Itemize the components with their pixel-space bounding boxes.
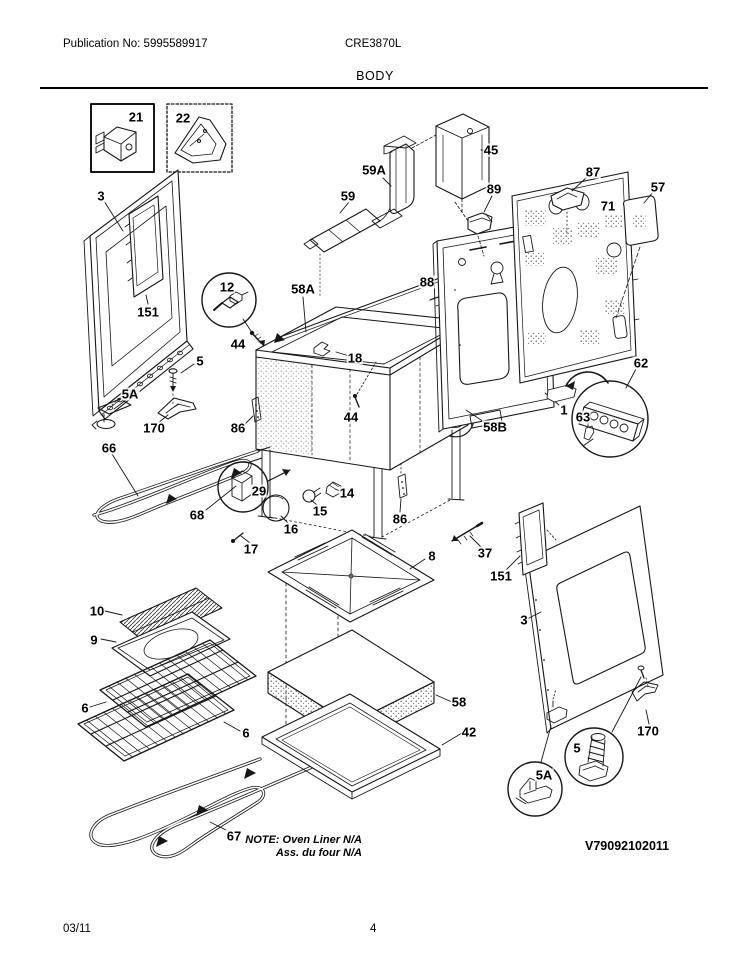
part-callout-58B: 58B: [482, 419, 508, 435]
part-callout-37: 37: [476, 545, 494, 561]
part-callout-151: 151: [136, 304, 160, 320]
part-callout-18: 18: [346, 350, 364, 366]
part-callout-58: 58: [450, 694, 468, 710]
part-callout-29: 29: [250, 483, 268, 499]
part-callout-44: 44: [229, 336, 247, 352]
part-callout-68: 68: [188, 507, 206, 523]
part-callout-1: 1: [559, 402, 569, 418]
left-leg-hardware: [91, 363, 197, 430]
right-leg-hardware: [507, 665, 659, 817]
part-callout-6: 6: [80, 700, 90, 716]
part-callout-44: 44: [342, 409, 360, 425]
part-callout-63: 63: [574, 409, 592, 425]
part-callout-88: 88: [418, 274, 436, 290]
part-callout-5: 5: [195, 353, 205, 369]
part-callout-5A: 5A: [534, 767, 554, 783]
part-callout-6: 6: [241, 725, 251, 741]
bake-element: [92, 446, 271, 524]
footer-date: 03/11: [63, 923, 91, 935]
part-callout-59: 59: [339, 188, 357, 204]
part-callout-87: 87: [584, 164, 602, 180]
part-callout-5: 5: [572, 740, 582, 756]
light-assembly: [217, 461, 342, 544]
part-callout-89: 89: [485, 181, 503, 197]
broiler-pan-and-racks: [77, 587, 257, 762]
part-callout-58A: 58A: [290, 281, 316, 297]
note-line-2: Ass. du four N/A: [275, 847, 362, 859]
part-callout-62: 62: [632, 355, 650, 371]
part-callout-67: 67: [225, 828, 243, 844]
vent-ducts: [303, 134, 437, 299]
part-callout-12: 12: [218, 279, 236, 295]
part-callout-22: 22: [174, 110, 192, 126]
footer-page-number: 4: [370, 923, 377, 935]
publication-number: Publication No: 5995589917: [63, 38, 208, 50]
part-callout-45: 45: [482, 142, 500, 158]
page-title: BODY: [356, 69, 394, 83]
oven-liner-note: NOTE: Oven Liner N/A Ass. du four N/A: [242, 834, 362, 860]
part-callout-3: 3: [96, 188, 106, 204]
note-line-1: NOTE: Oven Liner N/A: [245, 834, 362, 846]
diagram-code: V79092102011: [585, 839, 670, 853]
right-side-panel: [451, 502, 664, 734]
part-callout-86: 86: [391, 511, 409, 527]
broil-element: [89, 757, 314, 859]
part-callout-86: 86: [229, 420, 247, 436]
part-callout-5A: 5A: [120, 386, 140, 402]
inset-box-21: [90, 103, 155, 173]
part-callout-21: 21: [127, 109, 145, 125]
part-callout-15: 15: [311, 503, 329, 519]
part-callout-16: 16: [282, 521, 300, 537]
part-callout-42: 42: [460, 724, 478, 740]
part-callout-8: 8: [427, 548, 437, 564]
part-callout-3: 3: [519, 612, 529, 628]
left-side-panel: [83, 169, 194, 420]
part-callout-17: 17: [242, 541, 260, 557]
part-callout-170: 170: [142, 420, 166, 436]
rear-vent-panel: [511, 171, 640, 384]
top-brackets: [435, 113, 659, 319]
part-callout-14: 14: [338, 485, 356, 501]
inset-box-22: [166, 103, 233, 173]
bottom-stack: [261, 529, 463, 800]
part-callout-151: 151: [489, 568, 513, 584]
part-callout-66: 66: [100, 440, 118, 456]
part-callout-71: 71: [599, 198, 617, 214]
part-callout-9: 9: [89, 632, 99, 648]
part-callout-170: 170: [636, 723, 660, 739]
model-number: CRE3870L: [345, 38, 402, 50]
terminal-block-detail: [546, 368, 649, 458]
part-callout-59A: 59A: [361, 162, 387, 178]
part-callout-10: 10: [88, 603, 106, 619]
sensor-detail-circle-12: [201, 272, 265, 347]
part-callout-57: 57: [649, 179, 667, 195]
header-rule: [40, 87, 708, 89]
